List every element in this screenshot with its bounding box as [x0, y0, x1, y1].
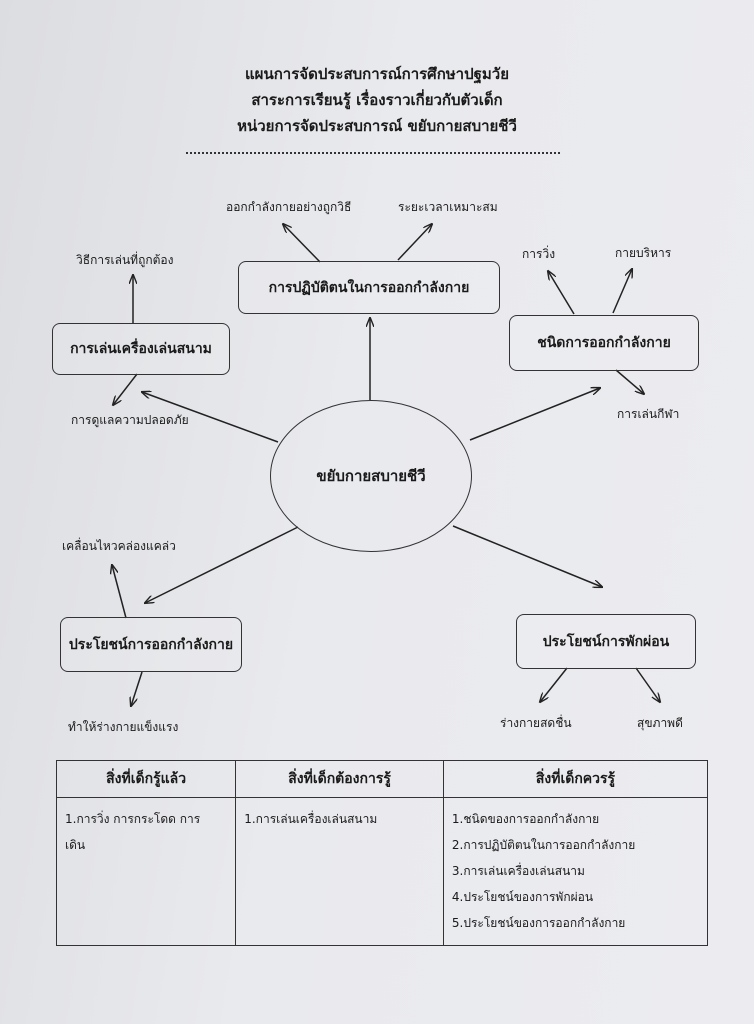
kwl-content-row: 1.การวิ่ง การกระโดด การ เดิน 1.การเล่นเค…	[55, 797, 709, 946]
header-want: สิ่งที่เด็กต้องการรู้	[235, 760, 444, 798]
should-item-1: 1.ชนิดของการออกกำลังกาย	[451, 812, 600, 826]
arrow-to-types	[469, 388, 600, 441]
known-line-2: เดิน	[65, 838, 86, 852]
leaf-exercise-2: ทำให้ร่างกายแข็งแรง	[68, 720, 179, 734]
arrow-types-leaf-3	[615, 369, 644, 394]
arrow-exercise-leaf-2	[131, 671, 143, 706]
learning-topic: สาระการเรียนรู้ เรื่องราวเกี่ยวกับตัวเด็…	[251, 91, 503, 109]
branch-types-label: ชนิดการออกกำลังกาย	[537, 335, 671, 351]
cell-known: 1.การวิ่ง การกระโดด การ เดิน	[55, 797, 237, 946]
branch-playground-label: การเล่นเครื่องเล่นสนาม	[70, 341, 212, 357]
arrow-types-leaf-2	[612, 269, 632, 314]
branch-practice: การปฏิบัติตนในการออกกำลังกาย	[238, 261, 500, 314]
branch-types: ชนิดการออกกำลังกาย	[509, 315, 699, 371]
leaf-rest-2: สุขภาพดี	[637, 716, 683, 730]
center-topic-label: ขยับกายสบายชีวี	[316, 467, 426, 485]
arrow-to-exercise-benefits	[145, 526, 299, 603]
header-known: สิ่งที่เด็กรู้แล้ว	[55, 760, 237, 798]
arrow-types-leaf-1	[548, 271, 575, 315]
leaf-rest-1: ร่างกายสดชื่น	[500, 716, 572, 730]
known-line-1: 1.การวิ่ง การกระโดด การ	[65, 812, 201, 826]
kwl-header-row: สิ่งที่เด็กรู้แล้ว สิ่งที่เด็กต้องการรู้…	[55, 760, 709, 798]
should-item-5: 5.ประโยชน์ของการออกกำลังกาย	[451, 916, 626, 930]
cell-want: 1.การเล่นเครื่องเล่นสนาม	[235, 797, 444, 946]
should-item-2: 2.การปฏิบัติตนในการออกกำลังกาย	[451, 838, 636, 852]
arrow-practice-leaf-1	[283, 224, 321, 263]
branch-exercise-benefits-label: ประโยชน์การออกกำลังกาย	[68, 636, 234, 653]
branch-exercise-benefits: ประโยชน์การออกกำลังกาย	[60, 617, 242, 672]
leaf-types-2: กายบริหาร	[615, 246, 672, 260]
leaf-types-3: การเล่นกีฬา	[617, 407, 680, 421]
header-should: สิ่งที่เด็กควรรู้	[442, 760, 709, 798]
dotted-divider	[186, 152, 560, 154]
arrow-playground-leaf-2	[113, 373, 138, 405]
arrow-rest-leaf-2	[635, 667, 660, 702]
leaf-practice-2: ระยะเวลาเหมาะสม	[398, 200, 498, 214]
want-item-1: 1.การเล่นเครื่องเล่นสนาม	[244, 812, 378, 826]
branch-practice-label: การปฏิบัติตนในการออกกำลังกาย	[268, 279, 470, 296]
leaf-practice-1: ออกกำลังกายอย่างถูกวิธี	[226, 200, 352, 214]
kwl-table: สิ่งที่เด็กรู้แล้ว สิ่งที่เด็กต้องการรู้…	[55, 760, 709, 946]
arrow-to-playground	[142, 392, 279, 443]
leaf-types-1: การวิ่ง	[522, 247, 556, 261]
cell-should: 1.ชนิดของการออกกำลังกาย 2.การปฏิบัติตนใน…	[442, 797, 709, 946]
leaf-playground-2: การดูแลความปลอดภัย	[71, 413, 189, 427]
arrow-practice-leaf-2	[397, 224, 432, 261]
arrow-rest-leaf-1	[540, 667, 568, 702]
leaf-playground-1: วิธีการเล่นที่ถูกต้อง	[76, 253, 174, 267]
arrow-to-rest-benefits	[452, 525, 602, 587]
arrow-exercise-leaf-1	[112, 565, 127, 619]
unit-title: หน่วยการจัดประสบการณ์ ขยับกายสบายชีวี	[237, 117, 517, 135]
branch-rest-benefits: ประโยชน์การพักผ่อน	[516, 614, 696, 669]
center-topic: ขยับกายสบายชีวี	[270, 400, 472, 552]
should-item-3: 3.การเล่นเครื่องเล่นสนาม	[451, 864, 585, 878]
plan-title: แผนการจัดประสบการณ์การศึกษาปฐมวัย	[245, 65, 509, 83]
branch-rest-benefits-label: ประโยชน์การพักผ่อน	[542, 633, 670, 650]
leaf-exercise-1: เคลื่อนไหวคล่องแคล่ว	[62, 539, 176, 553]
should-item-4: 4.ประโยชน์ของการพักผ่อน	[451, 890, 594, 904]
branch-playground: การเล่นเครื่องเล่นสนาม	[52, 323, 230, 375]
